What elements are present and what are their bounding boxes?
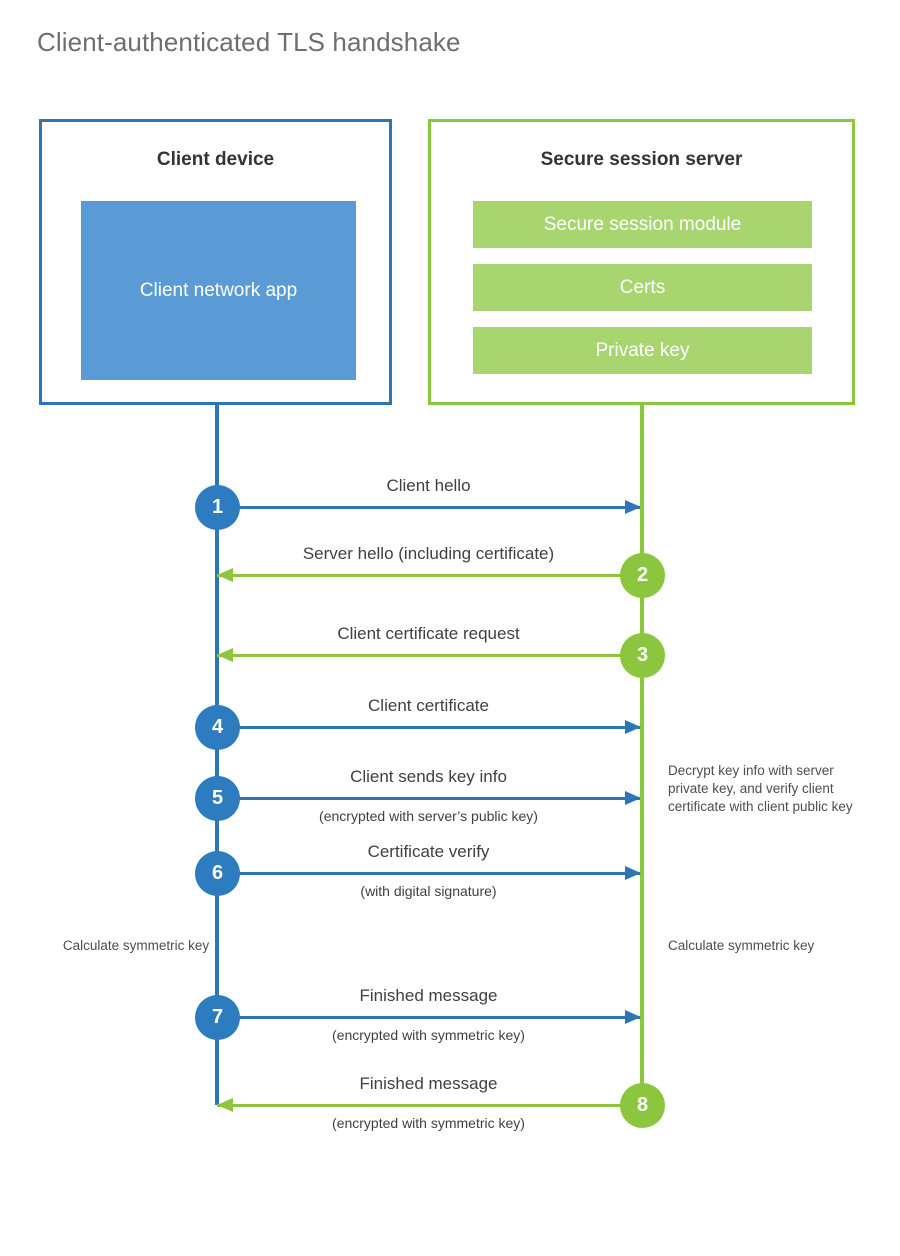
arrow-head-right-icon <box>625 866 641 880</box>
step-circle-7[interactable]: 7 <box>195 995 240 1040</box>
client-calculate-symmetric-key-note: Calculate symmetric key <box>62 938 210 953</box>
message-arrow-2 <box>217 574 640 577</box>
client-network-app-block: Client network app <box>81 201 356 380</box>
message-label-1: Client hello <box>386 476 471 495</box>
step-circle-2[interactable]: 2 <box>620 553 665 598</box>
client-device-box: Client device Client network app <box>39 119 392 405</box>
message-label-3: Client certificate request <box>337 624 520 643</box>
message-label-2: Server hello (including certificate) <box>302 544 555 563</box>
server-calculate-symmetric-key-note: Calculate symmetric key <box>668 938 815 953</box>
page-title: Client-authenticated TLS handshake <box>37 27 461 57</box>
arrow-head-right-icon <box>625 1010 641 1024</box>
message-arrow-1 <box>217 506 640 509</box>
step-circle-6[interactable]: 6 <box>195 851 240 896</box>
client-lifeline <box>215 405 219 1105</box>
message-label-6: Certificate verify <box>367 842 490 861</box>
private-key-block: Private key <box>473 327 812 374</box>
step-circle-5[interactable]: 5 <box>195 776 240 821</box>
message-arrow-7 <box>217 1016 640 1019</box>
message-label-5: Client sends key info <box>350 767 507 786</box>
message-label-8: Finished message <box>359 1074 498 1093</box>
message-sublabel-5: (encrypted with server’s public key) <box>319 808 538 824</box>
certs-block: Certs <box>473 264 812 311</box>
message-sublabel-6: (with digital signature) <box>360 883 497 899</box>
arrow-head-left-icon <box>217 1098 233 1112</box>
client-device-title: Client device <box>156 149 275 170</box>
arrow-head-left-icon <box>217 568 233 582</box>
step-circle-8[interactable]: 8 <box>620 1083 665 1128</box>
arrow-head-left-icon <box>217 648 233 662</box>
message-label-7: Finished message <box>359 986 498 1005</box>
step-circle-4[interactable]: 4 <box>195 705 240 750</box>
message-arrow-6 <box>217 872 640 875</box>
secure-session-module-block: Secure session module <box>473 201 812 248</box>
secure-session-server-title: Secure session server <box>540 149 743 170</box>
message-arrow-5 <box>217 797 640 800</box>
message-label-4: Client certificate <box>368 696 489 715</box>
arrow-head-right-icon <box>625 791 641 805</box>
server-decrypt-note: Decrypt key info with server private key… <box>668 763 853 815</box>
message-arrow-4 <box>217 726 640 729</box>
message-arrow-3 <box>217 654 640 657</box>
message-arrow-8 <box>217 1104 640 1107</box>
arrow-head-right-icon <box>625 500 641 514</box>
arrow-head-right-icon <box>625 720 641 734</box>
step-circle-1[interactable]: 1 <box>195 485 240 530</box>
secure-session-server-box: Secure session server Secure session mod… <box>428 119 855 405</box>
message-sublabel-8: (encrypted with symmetric key) <box>332 1115 525 1131</box>
server-lifeline <box>640 405 644 1105</box>
step-circle-3[interactable]: 3 <box>620 633 665 678</box>
message-sublabel-7: (encrypted with symmetric key) <box>332 1027 525 1043</box>
